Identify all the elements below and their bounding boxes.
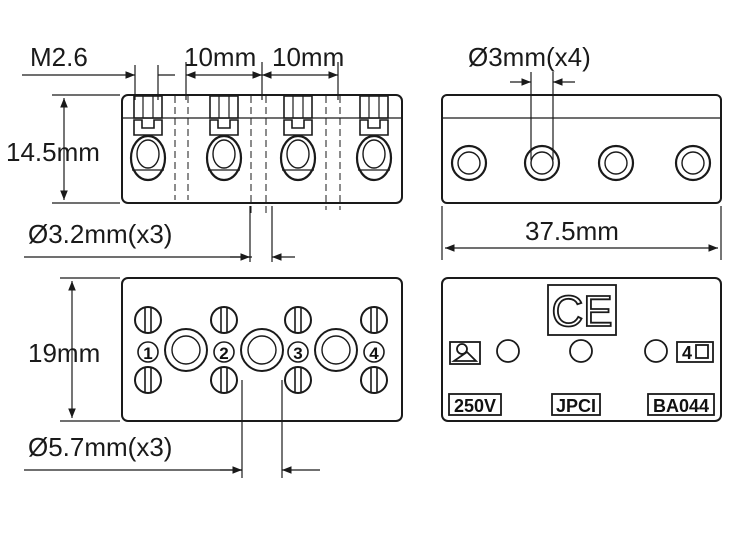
ce-mark-box	[547, 284, 617, 336]
dimension-wire-hole: Ø3.2mm(x3)	[24, 206, 295, 262]
bottom-view: CE 4 250V JPCI BA044	[441, 277, 722, 422]
label-width: 19mm	[28, 338, 100, 368]
label-center-hole: Ø5.7mm(x3)	[28, 432, 172, 462]
label-pitch-right: 10mm	[272, 42, 344, 72]
label-screw-size: M2.6	[30, 42, 88, 72]
bottom-hole-right	[644, 339, 668, 363]
dimension-mount-hole: Ø3mm(x4)	[468, 42, 591, 160]
top-screw-lower-4	[360, 366, 388, 394]
side-mount-hole-2	[523, 144, 561, 182]
label-length: 37.5mm	[525, 216, 619, 246]
top-screw-lower-3	[284, 366, 312, 394]
voltage-rating: 250V	[454, 396, 496, 416]
terminal-number-1: 1	[143, 344, 152, 363]
side-hole-group	[450, 144, 712, 182]
top-view-terminals	[134, 306, 388, 394]
label-height: 14.5mm	[6, 137, 100, 167]
top-view: 1 2 3 4	[121, 277, 403, 422]
top-screw-upper-4	[360, 306, 388, 334]
maker-mark: JPCI	[556, 396, 596, 416]
top-screw-upper-3	[284, 306, 312, 334]
terminal-number-4: 4	[369, 344, 379, 363]
front-terminal-4	[355, 95, 393, 182]
terminal-number-2: 2	[219, 344, 228, 363]
dimension-width: 19mm	[28, 277, 120, 422]
dimension-m2-6: M2.6	[22, 42, 175, 100]
terminal-number-ring-1	[137, 341, 159, 363]
label-wire-hole: Ø3.2mm(x3)	[28, 219, 172, 249]
dimension-pitch: 10mm 10mm	[184, 42, 344, 100]
top-screw-upper-2	[210, 306, 238, 334]
pole-count-box: 4	[676, 341, 714, 363]
front-terminal-2	[205, 95, 243, 182]
side-mount-hole-1	[450, 144, 488, 182]
label-pitch-left: 10mm	[184, 42, 256, 72]
side-mount-hole-3	[597, 144, 635, 182]
top-screw-lower-2	[210, 366, 238, 394]
label-mount-hole: Ø3mm(x4)	[468, 42, 591, 72]
terminal-number-ring-2	[213, 341, 235, 363]
front-view	[121, 94, 403, 215]
top-screw-upper-1	[134, 306, 162, 334]
bottom-hole-left	[496, 339, 520, 363]
part-number: BA044	[653, 396, 709, 416]
dimension-center-hole: Ø5.7mm(x3)	[24, 380, 320, 478]
bottom-hole-center	[569, 339, 593, 363]
side-view	[441, 94, 722, 204]
wire-entry-hole-2	[240, 328, 284, 372]
terminal-number-ring-3	[287, 341, 309, 363]
dimension-height: 14.5mm	[6, 94, 120, 204]
side-mount-hole-4	[674, 144, 712, 182]
ce-mark: CE	[551, 287, 612, 336]
terminal-number-ring-4	[363, 341, 385, 363]
front-terminal-3	[279, 95, 317, 182]
wire-entry-hole-3	[314, 328, 358, 372]
front-screw-group	[129, 95, 393, 182]
wire-entry-hole-1	[164, 328, 208, 372]
terminal-number-3: 3	[293, 344, 302, 363]
pole-count: 4	[682, 343, 692, 363]
top-screw-lower-1	[134, 366, 162, 394]
certification-icon	[449, 341, 481, 365]
dimension-length: 37.5mm	[441, 206, 722, 260]
front-terminal-1	[129, 95, 167, 182]
